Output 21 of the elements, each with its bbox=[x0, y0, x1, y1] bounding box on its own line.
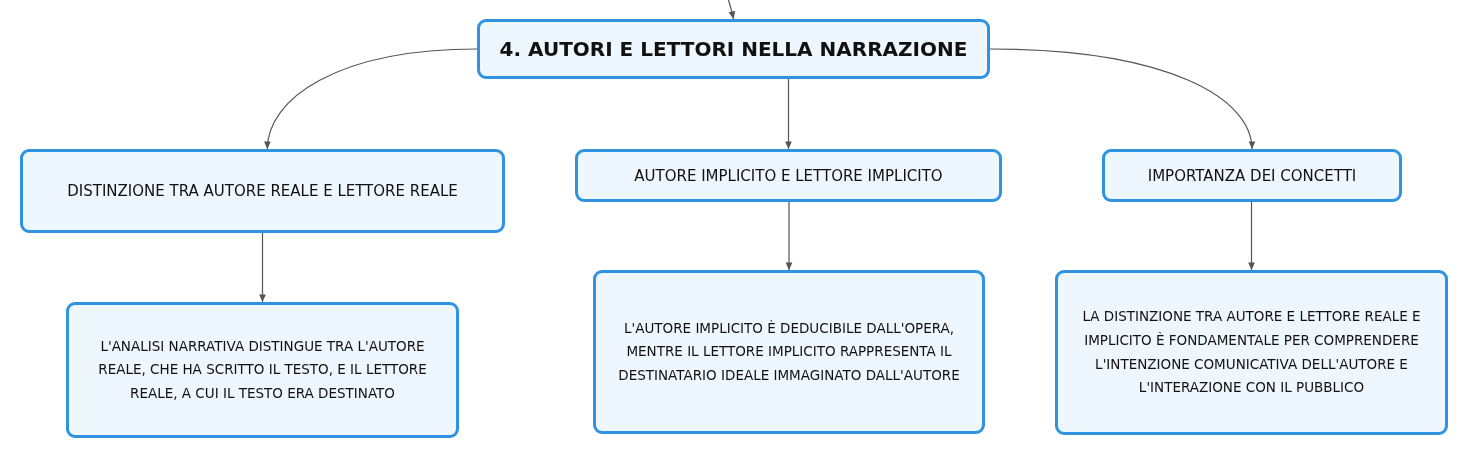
node-text: 4. AUTORI E LETTORI NELLA NARRAZIONE bbox=[499, 37, 968, 61]
topic-box bbox=[1102, 149, 1402, 202]
node-text: AUTORE IMPLICITO E LETTORE IMPLICITO bbox=[634, 166, 943, 185]
connector-arrow bbox=[1248, 201, 1255, 271]
node-text: DISTINZIONE TRA AUTORE REALE E LETTORE REALE bbox=[67, 182, 458, 200]
topic-box bbox=[20, 149, 505, 233]
detail-box bbox=[66, 302, 459, 438]
node-text: IMPORTANZA DEI CONCETTI bbox=[1147, 166, 1357, 185]
root-topic-box bbox=[477, 19, 990, 79]
node-text: L'AUTORE IMPLICITO È DEDUCIBILE DALL'OPERA, MENTRE IL LETTORE IMPLICITO RAPPRESENTA IL DESTINATARIO IDEALE IMMAGINATO DALL'AUTORE bbox=[617, 318, 961, 385]
detail-box bbox=[593, 270, 985, 434]
topic-box bbox=[575, 149, 1002, 202]
connector-arrow bbox=[259, 232, 266, 303]
connector-arrow bbox=[727, 0, 736, 20]
connector-arrow bbox=[785, 78, 792, 150]
connector-arrow bbox=[785, 201, 793, 271]
node-text: LA DISTINZIONE TRA AUTORE E LETTORE REALE E IMPLICITO È FONDAMENTALE PER COMPRENDERE L'INTENZIONE COMUNICATIVA DELL'AUTORE E L'INTERAZIONE CON IL PUBBLICO bbox=[1081, 307, 1422, 398]
node-text: L'ANALISI NARRATIVA DISTINGUE TRA L'AUTORE REALE, CHE HA SCRITTO IL TESTO, E IL LETTORE REALE, A CUI IL TESTO ERA DESTINATO bbox=[97, 336, 428, 403]
connector-arrow bbox=[989, 48, 1255, 150]
connector-arrow bbox=[264, 48, 478, 150]
detail-box bbox=[1055, 270, 1448, 435]
